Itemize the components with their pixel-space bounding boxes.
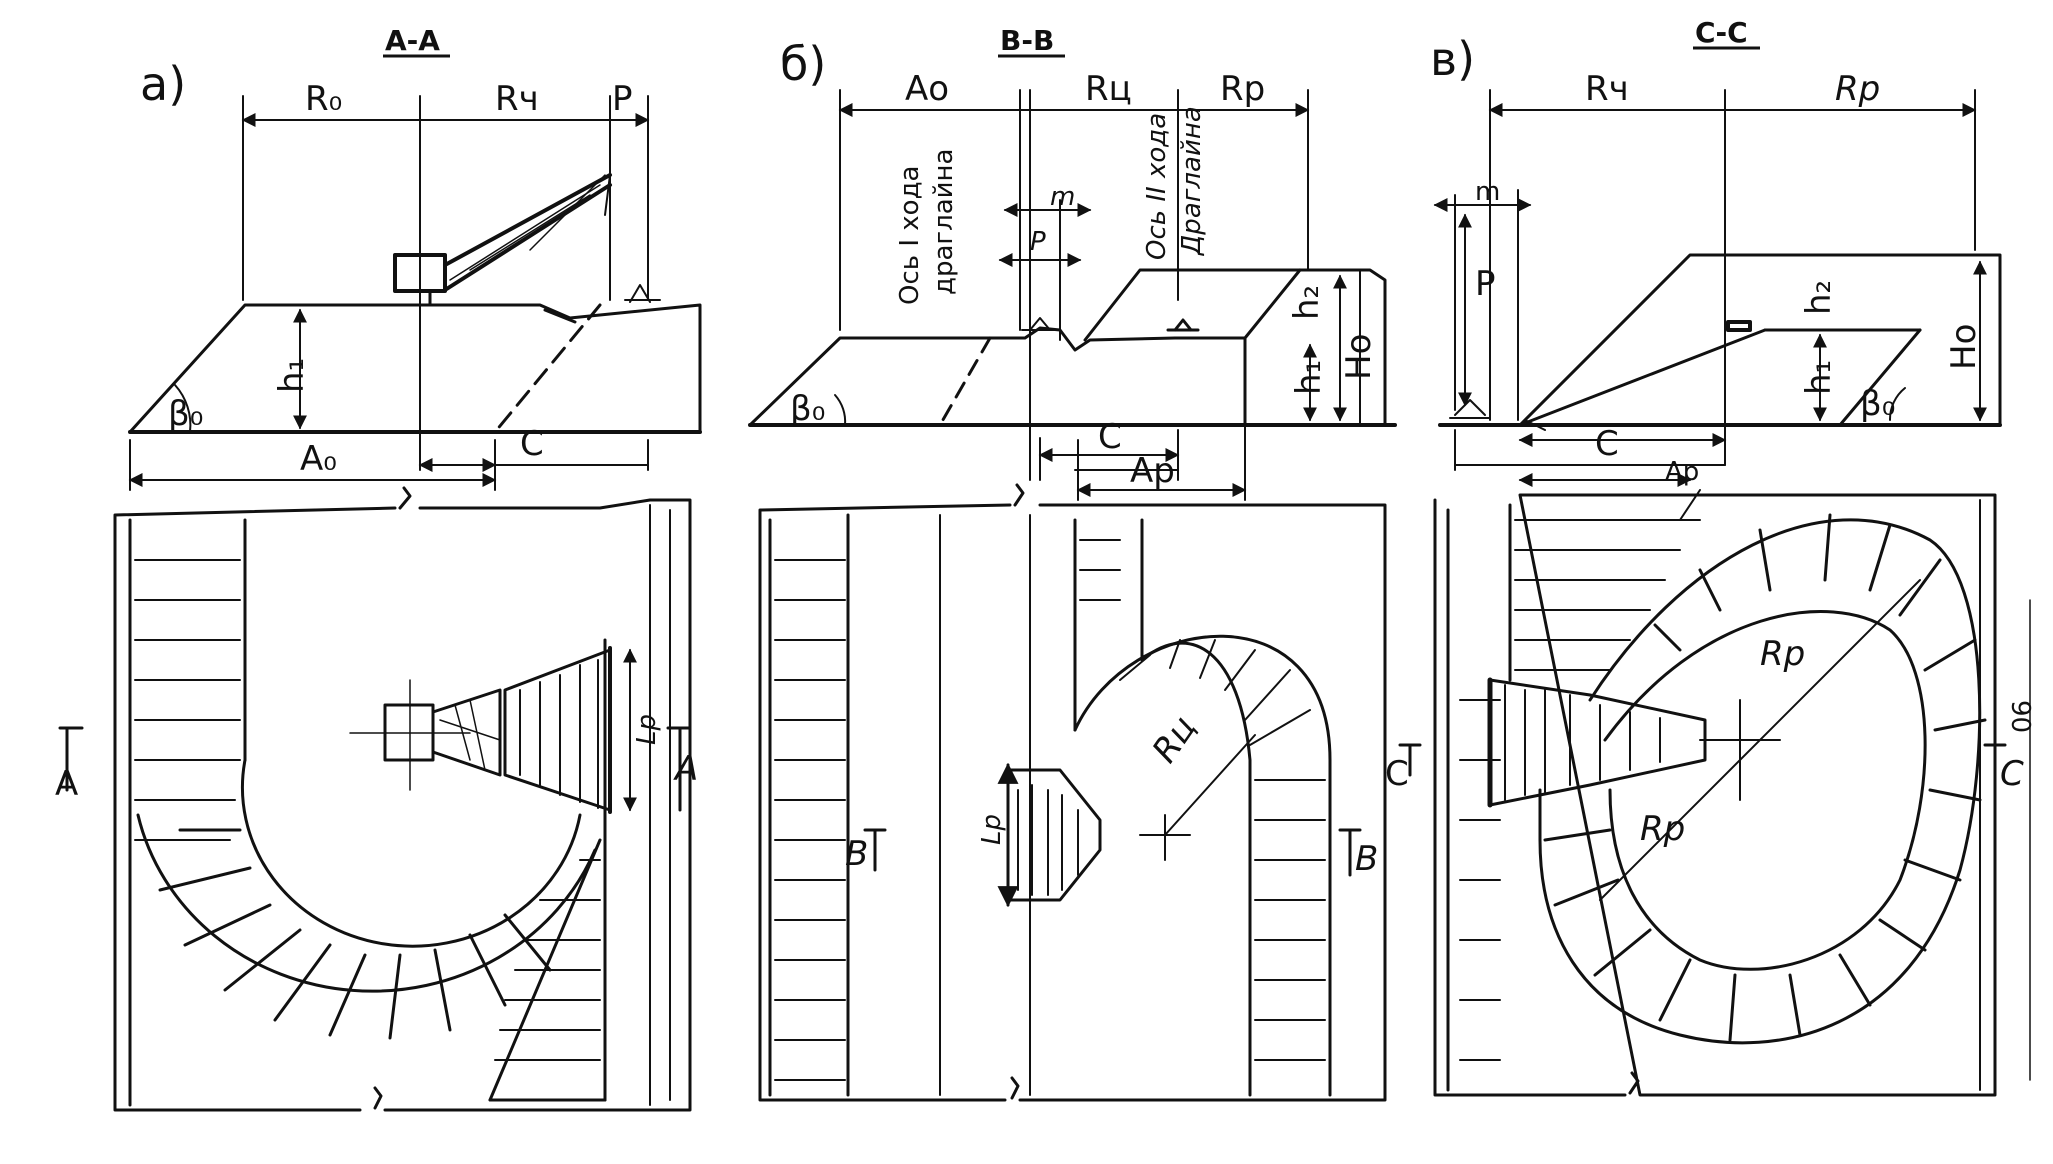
panel-b-axis2-line1: Ось II хода	[1142, 113, 1172, 260]
panel-b-h2: h₂	[1287, 285, 1327, 320]
panel-b-h1: h₁	[1289, 360, 1329, 395]
panel-b-letter: б)	[780, 37, 826, 91]
panel-b-c: С	[1098, 417, 1122, 457]
panel-b-p: Р	[1030, 227, 1046, 257]
panel-b-cut-right: В	[1355, 839, 1378, 879]
panel-b-rch: Rц	[1085, 69, 1132, 109]
panel-a-plan	[58, 486, 692, 1112]
panel-b-h0: Hо	[1339, 334, 1379, 380]
panel-a-p: Р	[612, 79, 633, 119]
panel-c-h1: h₁	[1799, 360, 1839, 395]
panel-c-section-label: С-С	[1695, 16, 1748, 49]
panel-b-lp: Lp	[977, 814, 1007, 845]
panel-c-h0: Hо	[1944, 324, 1984, 370]
panel-a-beta0: β₀	[168, 394, 203, 434]
panel-b-ap: Ар	[1130, 451, 1175, 491]
panel-b-axis2-line2: Драглайна	[1177, 106, 1207, 256]
panel-b-plan	[758, 483, 1387, 1102]
panel-c-rp-plan1: Rр	[1760, 634, 1805, 674]
panel-b-m: m	[1050, 182, 1075, 212]
panel-c-ap: Ар	[1665, 457, 1699, 487]
panel-b-rch-plan: Rц	[1145, 709, 1205, 770]
panel-c-p: Р	[1475, 264, 1496, 304]
panel-b-beta0: β₀	[790, 389, 825, 429]
panel-a-c: С	[520, 424, 544, 464]
panel-a-letter: а)	[140, 57, 186, 111]
panel-a-cut-left: А	[55, 764, 78, 804]
panel-a-a0: А₀	[300, 439, 337, 479]
panel-b-axis1-line1: Ось I хода	[895, 166, 925, 305]
panel-c-m: m	[1475, 177, 1500, 207]
panel-c-side-note: 90	[2005, 700, 2035, 733]
panel-a-cut-right: А	[673, 749, 698, 789]
panel-c-rp-plan2: Rр	[1640, 809, 1685, 849]
panel-c-section	[1433, 89, 2002, 487]
panel-b-axis1-line2: драглайна	[929, 149, 959, 295]
panel-c-cut-left: С	[1385, 754, 1409, 794]
panel-a-section	[128, 95, 702, 491]
panel-a-h1: h₁	[272, 358, 312, 393]
panel-a-section-label: А-А	[385, 24, 440, 57]
panel-c-plan	[1398, 489, 2031, 1097]
panel-c-rp: Rр	[1835, 69, 1880, 109]
panel-c-h2: h₂	[1799, 280, 1839, 315]
panel-c-rch: Rч	[1585, 69, 1629, 109]
panel-b-cut-left: В	[845, 834, 868, 874]
panel-b-section	[748, 89, 1397, 501]
panel-b-a0: Ао	[905, 69, 949, 109]
panel-c-letter: в)	[1430, 32, 1475, 86]
panel-a-rch: Rч	[495, 79, 539, 119]
panel-b-rp: Rр	[1220, 69, 1265, 109]
panel-c-beta0: β₀	[1860, 384, 1895, 424]
panel-a-r0: R₀	[305, 79, 342, 119]
panel-c-c: С	[1595, 424, 1619, 464]
panel-b-section-label: В-В	[1000, 24, 1054, 57]
panel-c-cut-right: С	[2000, 754, 2024, 794]
panel-a-lp: Lp	[632, 714, 662, 745]
